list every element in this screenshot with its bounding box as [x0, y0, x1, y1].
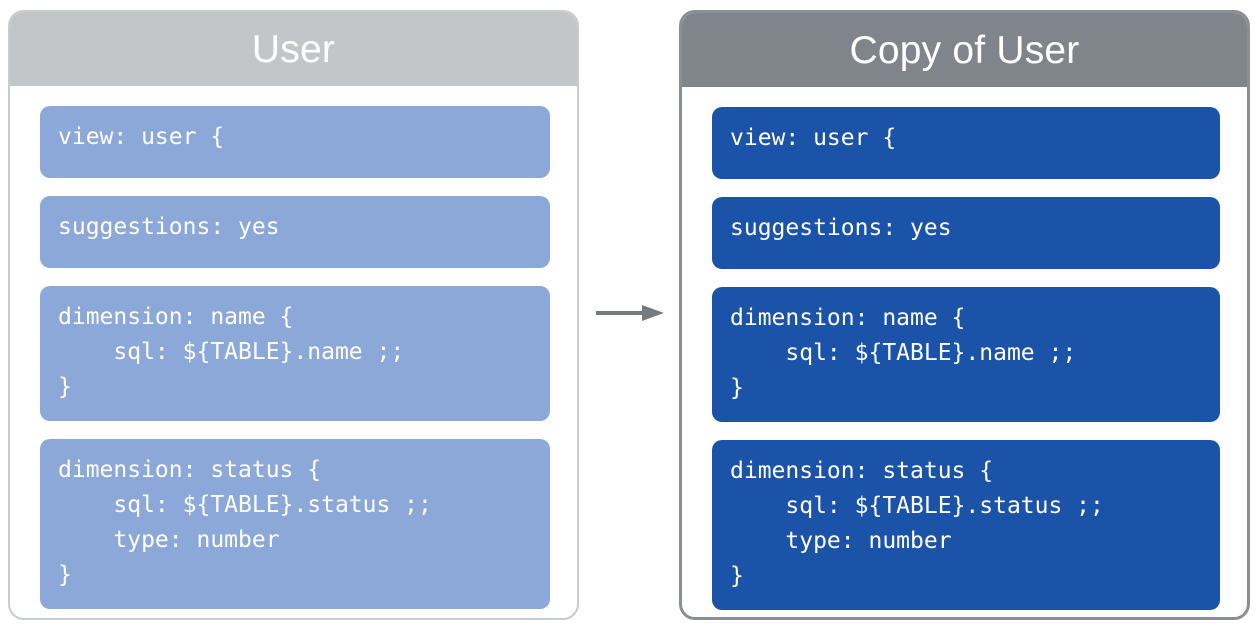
copy-card-body: view: user { suggestions: yes dimension:…	[682, 87, 1247, 617]
source-code-block-suggestions: suggestions: yes	[40, 196, 550, 268]
source-card-body: view: user { suggestions: yes dimension:…	[10, 86, 577, 618]
copy-code-block-dimension-name: dimension: name { sql: ${TABLE}.name ;; …	[712, 287, 1220, 422]
right-arrow-icon	[596, 305, 664, 321]
source-code-block-dimension-status: dimension: status { sql: ${TABLE}.status…	[40, 439, 550, 609]
copy-card-title: Copy of User	[849, 28, 1080, 72]
copy-code-block-view: view: user {	[712, 107, 1220, 179]
copy-card: Copy of User view: user { suggestions: y…	[679, 10, 1250, 620]
source-card-title: User	[251, 27, 336, 71]
copy-card-header: Copy of User	[682, 13, 1247, 87]
copy-code-block-suggestions: suggestions: yes	[712, 197, 1220, 269]
source-card-header: User	[10, 12, 577, 86]
copy-code-block-dimension-status: dimension: status { sql: ${TABLE}.status…	[712, 440, 1220, 610]
source-code-block-view: view: user {	[40, 106, 550, 178]
source-code-block-dimension-name: dimension: name { sql: ${TABLE}.name ;; …	[40, 286, 550, 421]
source-card: User view: user { suggestions: yes dimen…	[8, 10, 579, 620]
